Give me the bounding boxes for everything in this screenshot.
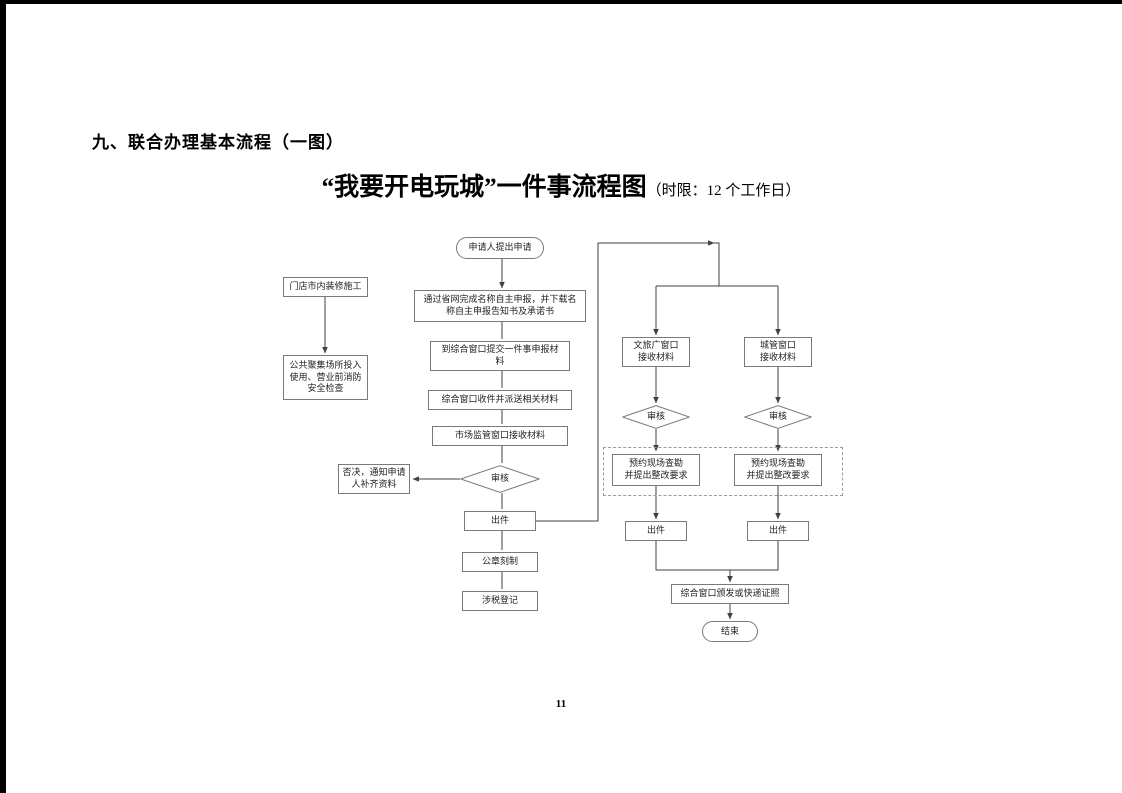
- flow-node-issue-culture: 出件: [625, 521, 687, 541]
- flowchart-title-main: “我要开电玩城”一件事流程图: [321, 174, 647, 201]
- flowchart-title: “我要开电玩城”一件事流程图（时限：12 个工作日）: [0, 167, 1122, 203]
- flowchart-title-note: （时限：12 个工作日）: [646, 183, 801, 199]
- diamond-shape: [744, 405, 812, 429]
- flow-node-review-market: 审核: [460, 465, 540, 493]
- flow-node-renovation: 门店市内装修施工: [283, 277, 368, 297]
- site-survey-dashed-group: [603, 447, 843, 496]
- flow-node-urban-window: 城管窗口 接收材料: [744, 337, 812, 367]
- review-label: 审核: [646, 411, 665, 422]
- flow-node-reject-notice: 否决，通知申请 人补齐资料: [338, 464, 410, 494]
- flow-node-tax-registration: 涉税登记: [462, 591, 538, 611]
- flow-node-start: 申请人提出申请: [456, 237, 544, 259]
- flow-node-deliver-license: 综合窗口颁发或快递证照: [671, 584, 789, 604]
- flow-node-online-declaration: 通过省网完成名称自主申报，并下载名 称自主申报告知书及承诺书: [414, 290, 586, 322]
- flow-node-fire-safety-check: 公共聚集场所投入 使用、营业前消防 安全检查: [283, 355, 368, 400]
- page-edge-top: [0, 0, 1122, 4]
- flow-node-site-survey-urban: 预约现场查勘 并提出整改要求: [734, 454, 822, 486]
- flow-node-issue-market: 出件: [464, 511, 536, 531]
- review-label: 审核: [768, 411, 787, 422]
- review-label: 审核: [490, 473, 509, 484]
- flow-node-submit-materials: 到综合窗口提交一件事申报材 料: [430, 341, 570, 371]
- flow-node-site-survey-culture: 预约现场查勘 并提出整改要求: [612, 454, 700, 486]
- diamond-shape: [622, 405, 690, 429]
- flow-node-end: 结束: [702, 621, 758, 642]
- section-heading: 九、联合办理基本流程（一图）: [92, 133, 344, 152]
- flow-node-receive-dispatch: 综合窗口收件并派送相关材料: [428, 390, 572, 410]
- diamond-shape: [460, 465, 540, 493]
- flow-node-review-culture: 审核: [622, 405, 690, 429]
- flow-node-review-urban: 审核: [744, 405, 812, 429]
- flow-node-seal-making: 公章刻制: [462, 552, 538, 572]
- flow-node-culture-window: 文旅广窗口 接收材料: [622, 337, 690, 367]
- flow-node-issue-urban: 出件: [747, 521, 809, 541]
- page-edge-left: [0, 0, 6, 793]
- flow-node-market-window: 市场监管窗口接收材料: [432, 426, 568, 446]
- page-number: 11: [555, 698, 567, 710]
